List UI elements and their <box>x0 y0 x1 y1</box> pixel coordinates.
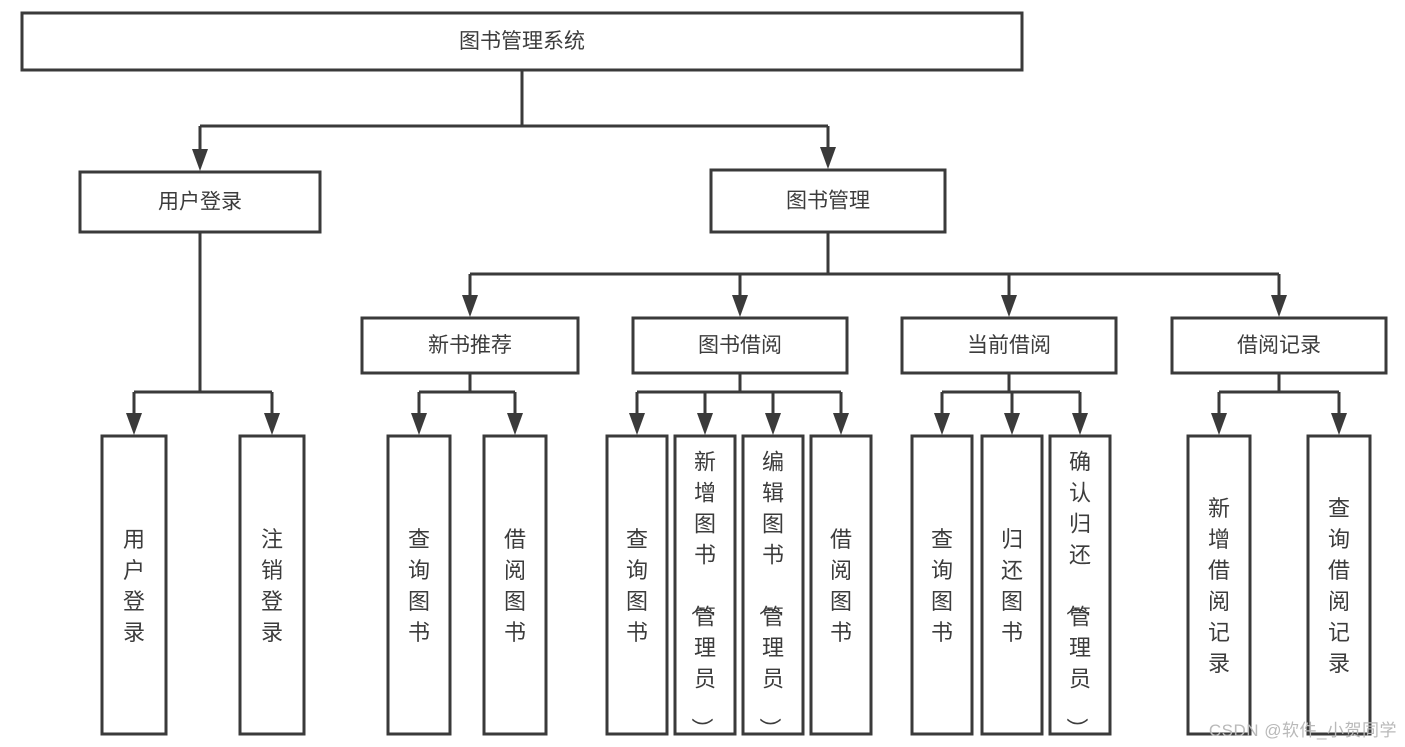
node-leaf-query-book-1[interactable]: 查询图书 <box>386 434 452 736</box>
node-current-borrow[interactable]: 当前借阅 <box>900 316 1118 375</box>
arrow-head-icon <box>1211 413 1227 435</box>
node-label: 查询图书 <box>408 527 430 645</box>
arrow-head-icon <box>833 413 849 435</box>
node-label: 确认归还（管理员） <box>1064 450 1091 740</box>
arrow-head-icon <box>507 413 523 435</box>
node-box[interactable] <box>1306 434 1372 736</box>
node-label: 查询图书 <box>626 527 648 645</box>
arrow-head-icon <box>1001 295 1017 317</box>
arrow-head-icon <box>264 413 280 435</box>
node-leaf-add-record[interactable]: 新增借阅记录 <box>1186 434 1252 736</box>
node-label: 用户登录 <box>123 527 145 645</box>
node-user-login[interactable]: 用户登录 <box>78 170 322 234</box>
arrow-head-icon <box>765 413 781 435</box>
arrow-head-icon <box>820 147 836 169</box>
arrow-head-icon <box>697 413 713 435</box>
node-leaf-confirm-return[interactable]: 确认归还（管理员） <box>1048 434 1112 740</box>
node-label: 图书管理系统 <box>459 30 585 53</box>
node-label: 新增借阅记录 <box>1208 496 1230 676</box>
node-box[interactable] <box>709 168 947 234</box>
node-leaf-return-book[interactable]: 归还图书 <box>980 434 1044 736</box>
node-leaf-query-book-3[interactable]: 查询图书 <box>910 434 974 736</box>
arrow-head-icon <box>934 413 950 435</box>
node-label: 图书管理 <box>786 190 870 213</box>
node-label: 图书借阅 <box>698 334 782 357</box>
node-box[interactable] <box>605 434 669 736</box>
connector-layer <box>126 70 1347 435</box>
arrow-head-icon <box>462 295 478 317</box>
node-box[interactable] <box>20 11 1024 72</box>
node-leaf-query-book-2[interactable]: 查询图书 <box>605 434 669 736</box>
node-label: 查询图书 <box>931 527 953 645</box>
node-leaf-user-logout[interactable]: 注销登录 <box>238 434 306 736</box>
node-label: 借阅图书 <box>504 527 526 645</box>
node-label: 借阅图书 <box>830 527 852 645</box>
node-label: 归还图书 <box>1001 527 1023 645</box>
arrow-head-icon <box>192 149 208 171</box>
node-box[interactable] <box>673 434 737 736</box>
arrow-head-icon <box>629 413 645 435</box>
node-box[interactable] <box>238 434 306 736</box>
node-label: 查询借阅记录 <box>1328 496 1350 676</box>
arrow-head-icon <box>1004 413 1020 435</box>
node-book-borrow[interactable]: 图书借阅 <box>631 316 849 375</box>
node-box[interactable] <box>1186 434 1252 736</box>
node-leaf-borrow-book-2[interactable]: 借阅图书 <box>809 434 873 736</box>
arrow-head-icon <box>411 413 427 435</box>
node-box[interactable] <box>482 434 548 736</box>
node-label: 当前借阅 <box>967 334 1051 357</box>
arrow-head-icon <box>1271 295 1287 317</box>
node-new-book-recommend[interactable]: 新书推荐 <box>360 316 580 375</box>
node-box[interactable] <box>631 316 849 375</box>
node-book-manage[interactable]: 图书管理 <box>709 168 947 234</box>
node-box[interactable] <box>1048 434 1112 736</box>
arrow-head-icon <box>1331 413 1347 435</box>
node-box[interactable] <box>900 316 1118 375</box>
node-leaf-query-record[interactable]: 查询借阅记录 <box>1306 434 1372 736</box>
arrow-head-icon <box>126 413 142 435</box>
node-box[interactable] <box>1170 316 1388 375</box>
node-box[interactable] <box>100 434 168 736</box>
node-borrow-record[interactable]: 借阅记录 <box>1170 316 1388 375</box>
node-box[interactable] <box>386 434 452 736</box>
node-leaf-borrow-book-1[interactable]: 借阅图书 <box>482 434 548 736</box>
node-box[interactable] <box>360 316 580 375</box>
arrow-head-icon <box>732 295 748 317</box>
node-box[interactable] <box>78 170 322 234</box>
node-box[interactable] <box>741 434 805 736</box>
arrow-head-icon <box>1072 413 1088 435</box>
node-label: 借阅记录 <box>1237 334 1321 357</box>
node-box[interactable] <box>980 434 1044 736</box>
node-layer: 图书管理系统用户登录图书管理新书推荐图书借阅当前借阅借阅记录用户登录注销登录查询… <box>20 11 1388 740</box>
node-label: 用户登录 <box>158 191 242 214</box>
node-leaf-user-login[interactable]: 用户登录 <box>100 434 168 736</box>
node-leaf-edit-book[interactable]: 编辑图书（管理员） <box>741 434 805 740</box>
node-box[interactable] <box>809 434 873 736</box>
node-label: 注销登录 <box>261 527 283 645</box>
node-box[interactable] <box>910 434 974 736</box>
node-leaf-add-book[interactable]: 新增图书（管理员） <box>673 434 737 740</box>
node-label: 新书推荐 <box>428 334 512 357</box>
node-label: 新增图书（管理员） <box>689 450 716 740</box>
node-root[interactable]: 图书管理系统 <box>20 11 1024 72</box>
node-label: 编辑图书（管理员） <box>757 450 784 740</box>
